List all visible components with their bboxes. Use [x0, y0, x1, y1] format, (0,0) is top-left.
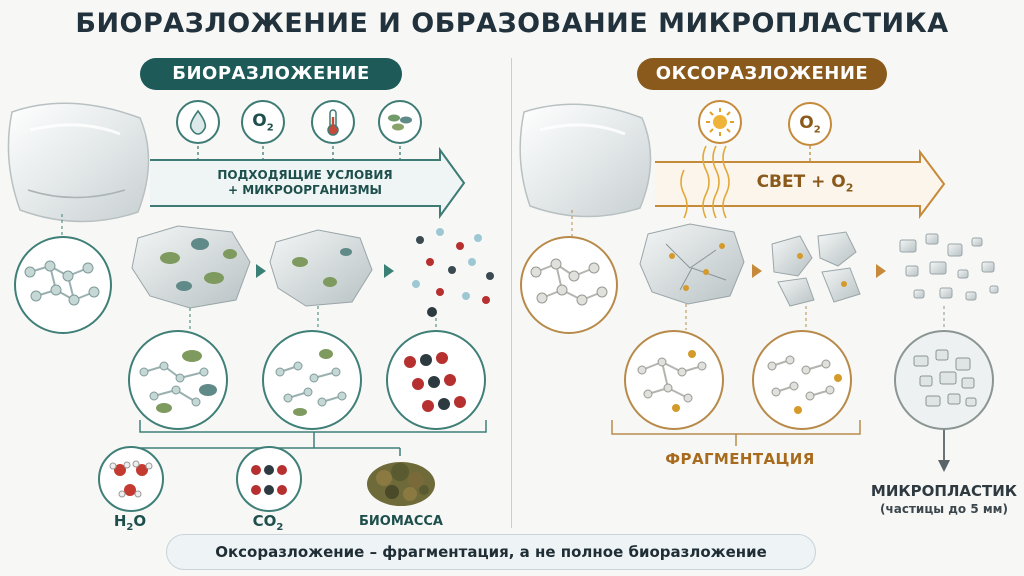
oxo-arrow-sub: 2	[845, 181, 854, 195]
co2-main: CO	[252, 512, 277, 530]
polymer-chain-icon	[530, 258, 608, 306]
thermometer-icon	[311, 100, 355, 144]
microplastic-subtitle: (частицы до 5 мм)	[880, 502, 1008, 516]
co2-icon	[404, 352, 466, 412]
polymer-chain-icon	[24, 260, 100, 306]
plastic-chunk-fragmented	[771, 231, 861, 307]
sunlight-rays	[680, 145, 730, 219]
co2-sub: 2	[276, 522, 284, 533]
broken-chain-circle	[752, 330, 852, 430]
polymer-structure-circle	[14, 236, 112, 334]
o2-sub: 2	[813, 124, 821, 136]
oxo-conditions-arrow	[655, 149, 946, 219]
oxidized-chain-circle	[624, 330, 724, 430]
plastic-bag-left	[7, 102, 150, 223]
water-molecules-circle	[98, 446, 164, 512]
partial-breakdown-circle	[262, 330, 362, 430]
microplastic-title: МИКРОПЛАСТИК	[870, 482, 1018, 500]
co2-label: CO2	[238, 512, 298, 533]
oxodegradation-pill: ОКСОРАЗЛОЖЕНИЕ	[637, 58, 887, 90]
microbe-polymer-icon	[139, 350, 217, 413]
microorganisms-icon	[378, 100, 422, 144]
o2-sub: 2	[266, 122, 274, 134]
co2-product-circle	[236, 446, 302, 512]
o2-main: O	[252, 110, 267, 131]
microplastic-icon	[913, 349, 977, 407]
co2-molecule-icon	[251, 465, 287, 495]
microplastic-particles-circle	[894, 330, 994, 430]
bio-arrow-line1: ПОДХОДЯЩИЕ УСЛОВИЯ	[217, 168, 393, 182]
oxygen-icon: O2	[788, 102, 832, 146]
biomass-label: БИОМАССА	[359, 514, 443, 529]
microbes-on-polymer-circle	[128, 330, 228, 430]
progress-arrow-icon	[752, 264, 762, 278]
water-molecule-icon	[109, 460, 153, 498]
dispersed-molecules	[412, 228, 494, 317]
o2-main: O	[799, 112, 814, 133]
oxo-arrow-label: СВЕТ + O2	[730, 172, 880, 195]
fragmented-chain-icon	[275, 349, 347, 416]
oxidized-chain-icon	[637, 350, 707, 412]
h2o-end: O	[133, 512, 147, 530]
bio-arrow-line2: + МИКРООРГАНИЗМЫ	[228, 183, 382, 197]
progress-arrow-icon	[256, 264, 266, 278]
sun-icon	[698, 100, 742, 144]
broken-chain-icon	[767, 355, 842, 414]
biomass-icon	[364, 452, 438, 510]
small-fragments	[899, 233, 999, 301]
plastic-bag-right	[519, 103, 652, 218]
co2-molecules-circle	[386, 330, 486, 430]
section-divider	[511, 58, 512, 528]
plastic-chunk-cracked	[639, 223, 745, 305]
progress-arrow-icon	[876, 264, 886, 278]
oxygen-icon: O2	[241, 100, 285, 144]
biodegradation-pill: БИОРАЗЛОЖЕНИЕ	[140, 58, 402, 90]
page-title: БИОРАЗЛОЖЕНИЕ И ОБРАЗОВАНИЕ МИКРОПЛАСТИК…	[75, 8, 949, 39]
summary-footer: Оксоразложение – фрагментация, а не полн…	[166, 534, 816, 570]
plastic-chunk-with-microbes	[131, 225, 251, 309]
polymer-structure-circle	[520, 236, 618, 334]
fragmentation-label: ФРАГМЕНТАЦИЯ	[665, 450, 815, 468]
progress-arrow-icon	[384, 264, 394, 278]
h2o-label: H2O	[100, 512, 160, 533]
bio-conditions-arrow	[150, 146, 466, 220]
plastic-chunk-partial	[269, 229, 373, 307]
oxo-arrow-main: СВЕТ + O	[756, 172, 846, 192]
bio-arrow-label: ПОДХОДЯЩИЕ УСЛОВИЯ + МИКРООРГАНИЗМЫ	[180, 168, 430, 198]
h2o-sub: 2	[126, 522, 134, 533]
h2o-main: H	[113, 512, 127, 530]
water-drop-icon	[176, 100, 220, 144]
